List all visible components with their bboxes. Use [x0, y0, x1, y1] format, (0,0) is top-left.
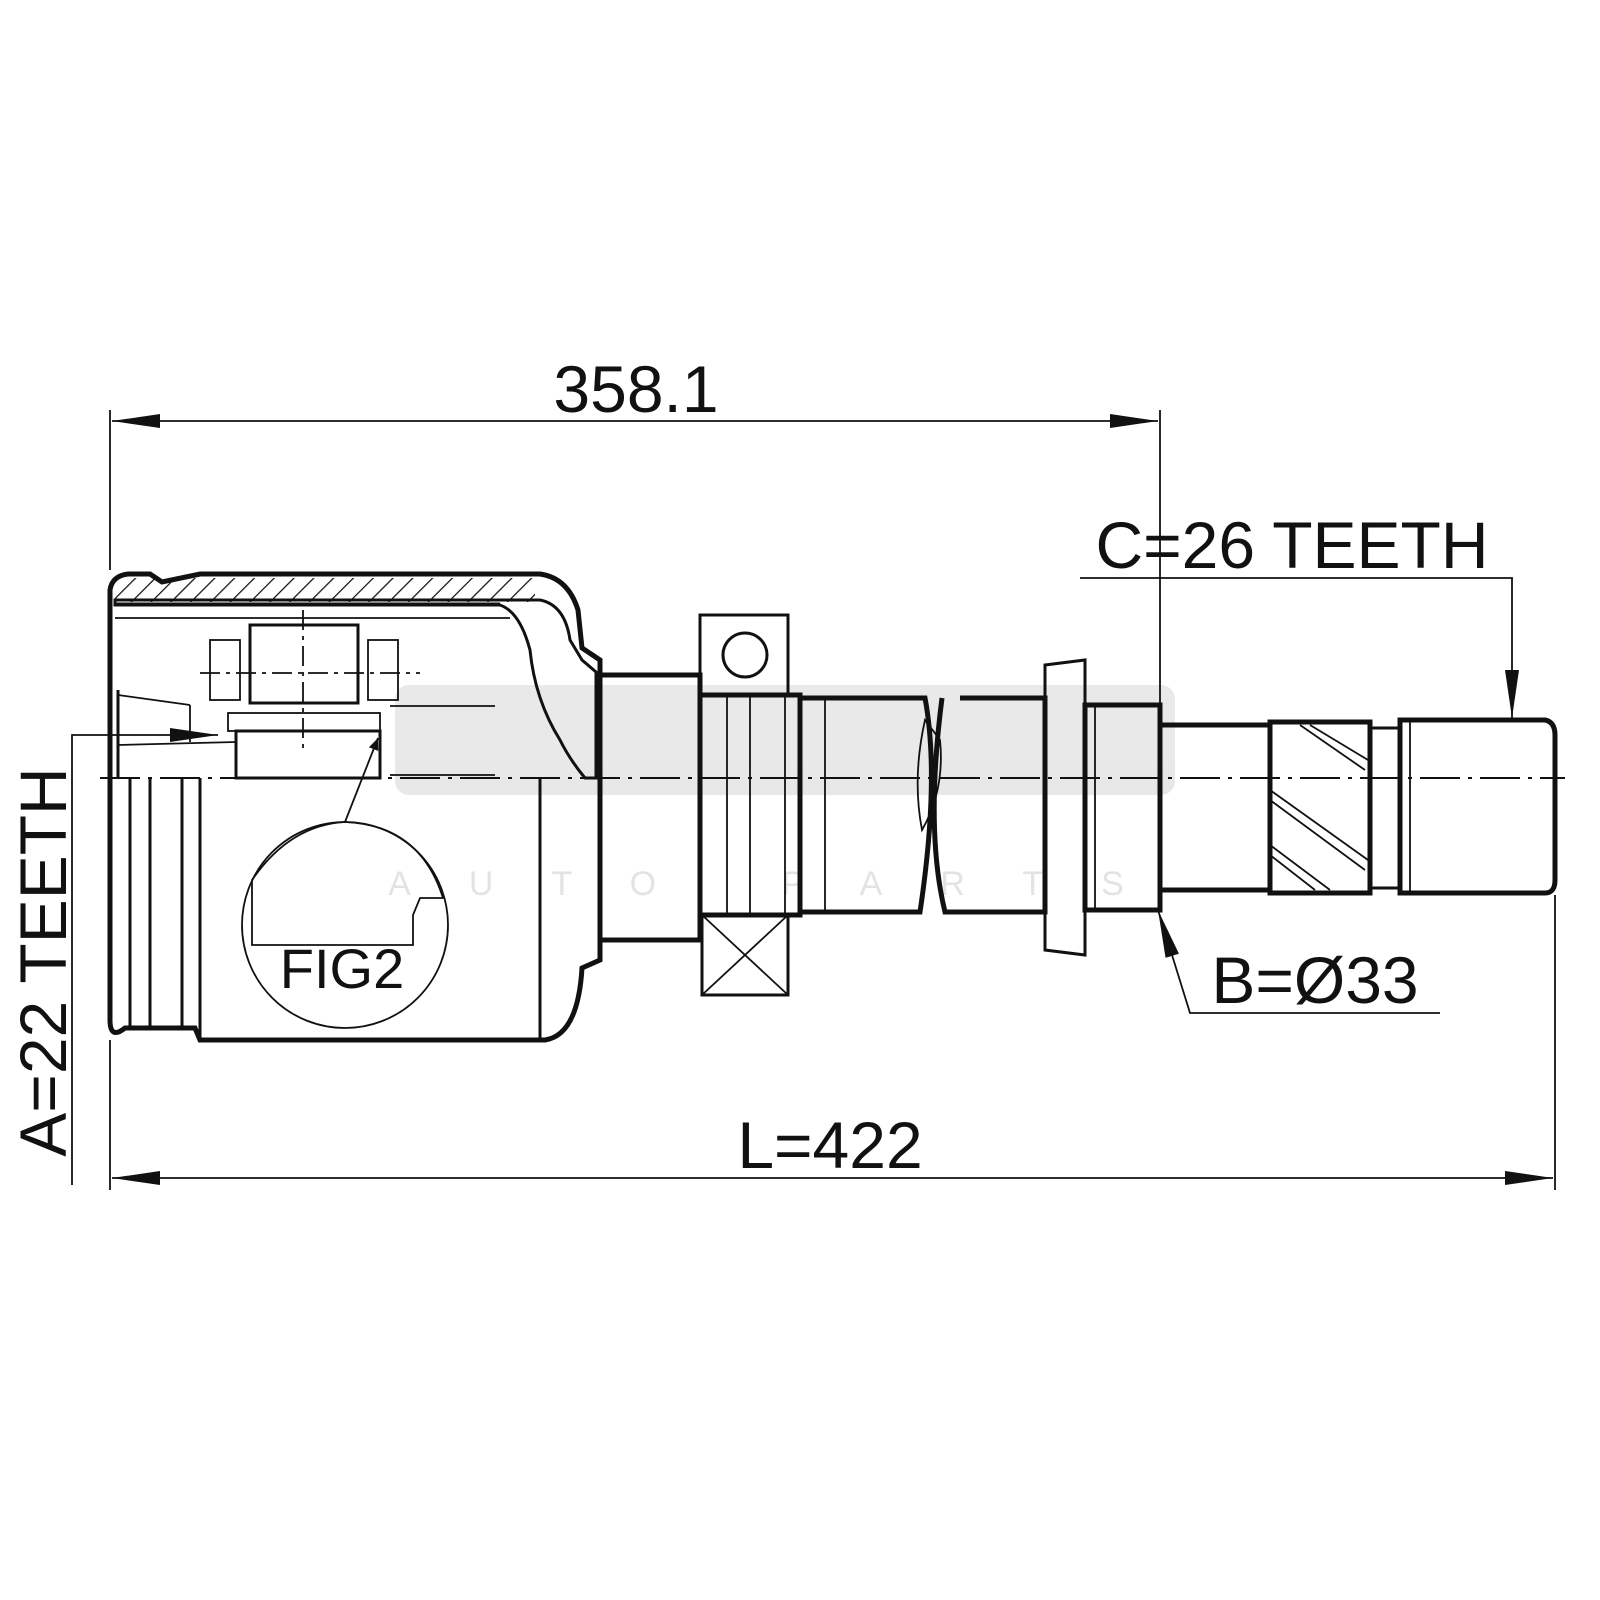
fig2-detail: FIG2: [241, 737, 449, 1029]
dimension-a-teeth: A=22 TEETH: [6, 767, 80, 1156]
dimension-358-1: 358.1: [553, 352, 718, 426]
joint-housing: [107, 571, 603, 1043]
svg-text:AUTO PARTS: AUTO PARTS: [388, 865, 1182, 903]
dimension-b-diameter: B=Ø33: [1211, 943, 1418, 1017]
dimension-total-length: L=422: [737, 1108, 922, 1182]
dimension-lines: [71, 410, 1556, 1190]
dimension-c-teeth: C=26 TEETH: [1095, 508, 1488, 582]
fig2-label: FIG2: [280, 937, 404, 1000]
drive-shaft: [597, 613, 1558, 997]
